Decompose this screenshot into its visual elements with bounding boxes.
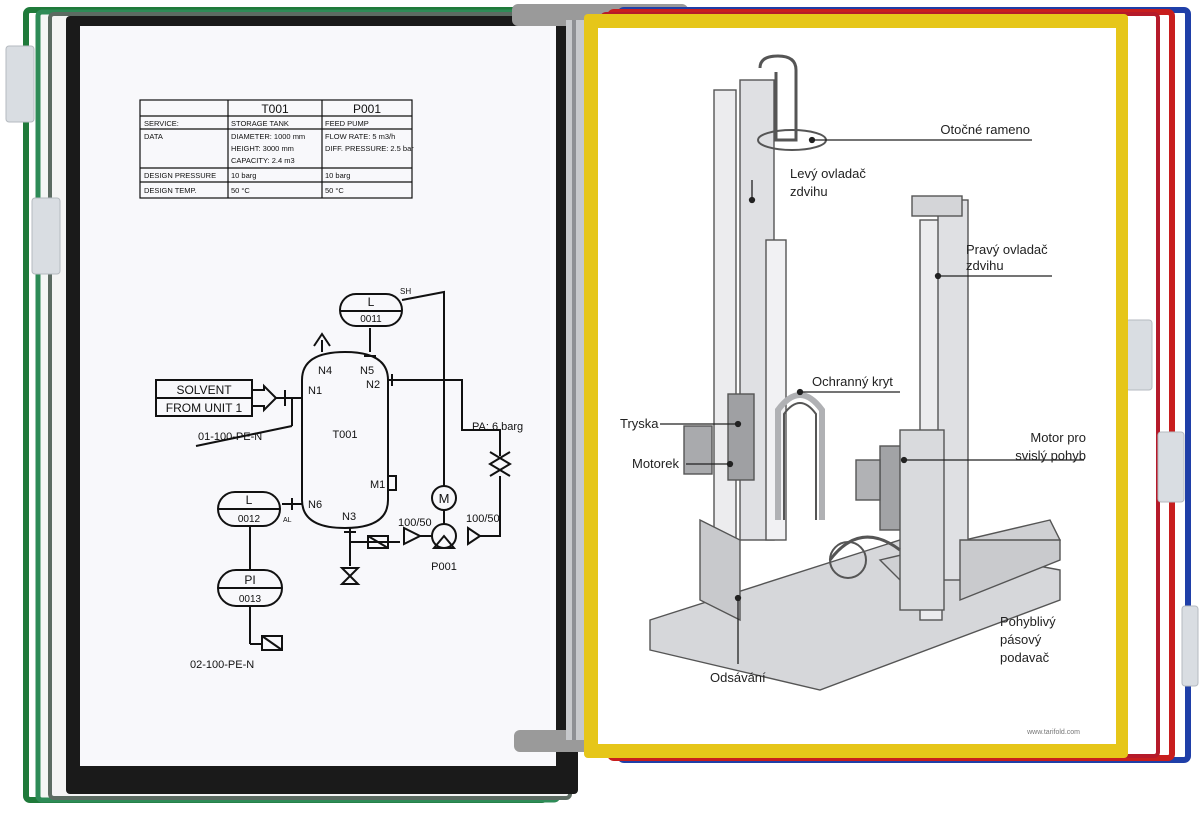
footer-url: www.tarifold.com	[1026, 729, 1080, 736]
spec-cell: CAPACITY: 2.4 m3	[231, 156, 295, 165]
label-ochranny-kryt: Ochranný kryt	[812, 374, 893, 389]
size-label-right: 100/50	[466, 513, 500, 525]
motor-letter: M	[439, 491, 450, 506]
right-index-tab-2[interactable]	[1157, 431, 1185, 503]
left-front-pocket[interactable]	[66, 16, 578, 794]
spec-cell: DESIGN PRESSURE	[144, 171, 216, 180]
right-index-tab-1[interactable]	[1125, 319, 1153, 391]
nozzle-n6: N6	[308, 499, 322, 511]
label-tryska: Tryska	[620, 416, 659, 431]
size-label-left: 100/50	[398, 517, 432, 529]
pi-number: 0013	[239, 594, 262, 605]
nozzle-n5: N5	[360, 365, 374, 377]
left-index-tabs	[5, 45, 61, 275]
callout-labels: Otočné rameno Levý ovladač zdvihu Pravý …	[620, 122, 1086, 736]
al-label: AL	[283, 517, 292, 524]
spec-cell: DIFF. PRESSURE: 2.5 bar	[325, 144, 414, 153]
nozzle-n4: N4	[318, 365, 332, 377]
label-pravy-ovladac-2: zdvihu	[966, 258, 1004, 273]
spec-cell: FLOW RATE: 5 m3/h	[325, 132, 395, 141]
line-02-label: 02-100-PE-N	[190, 659, 254, 671]
label-pravy-ovladac: Pravý ovladač	[966, 242, 1048, 257]
nozzle-n2: N2	[366, 379, 380, 391]
solvent-from-label: FROM UNIT 1	[166, 401, 243, 415]
left-index-tab-top[interactable]	[5, 45, 35, 123]
spec-cell: 10 barg	[325, 171, 350, 180]
spec-cell: HEIGHT: 3000 mm	[231, 144, 294, 153]
solvent-label: SOLVENT	[176, 383, 232, 397]
right-index-tabs	[1125, 319, 1199, 687]
spec-cell: DATA	[144, 132, 163, 141]
left-index-tab-middle[interactable]	[31, 197, 61, 275]
pid-diagram	[155, 290, 512, 651]
spec-cell: 50 °C	[231, 186, 250, 195]
label-levy-ovladac-2: zdvihu	[790, 184, 828, 199]
pi-letter: PI	[244, 573, 255, 587]
tank-tag-label: T001	[332, 429, 357, 441]
line-01-label: 01-100-PE-N	[198, 431, 262, 443]
spec-cell: DESIGN TEMP.	[144, 186, 197, 195]
spec-cell: STORAGE TANK	[231, 119, 289, 128]
pump-tag-label: P001	[431, 561, 457, 573]
label-podavac: podavač	[1000, 650, 1050, 665]
nozzle-n3: N3	[342, 511, 356, 523]
label-pasovy: pásový	[1000, 632, 1042, 647]
spec-cell: DIAMETER: 1000 mm	[231, 132, 305, 141]
spec-table	[139, 99, 413, 199]
label-levy-ovladac: Levý ovladač	[790, 166, 866, 181]
label-pohyblivy: Pohyblivý	[1000, 614, 1056, 629]
nozzle-m1: M1	[370, 479, 385, 491]
label-motorek: Motorek	[632, 456, 679, 471]
machine-illustration	[649, 54, 1062, 691]
pa-label: PA: 6 barg	[472, 421, 523, 433]
spec-cell: 10 barg	[231, 171, 256, 180]
spec-cell: FEED PUMP	[325, 119, 369, 128]
callout-lines	[660, 136, 1084, 664]
l-upper-number: 0011	[360, 314, 382, 325]
label-odsavani: Odsávání	[710, 670, 766, 685]
l-upper-letter: L	[368, 295, 375, 309]
spec-header-t001: T001	[261, 102, 289, 116]
sh-label: SH	[400, 287, 411, 296]
left-pocket-sheet	[80, 26, 556, 766]
pid-labels: SOLVENT FROM UNIT 1 01-100-PE-N T001 N1 …	[166, 287, 523, 671]
label-otocne-rameno: Otočné rameno	[940, 122, 1030, 137]
l-lower-letter: L	[246, 493, 253, 507]
label-svisly-pohyb: svislý pohyb	[1015, 448, 1086, 463]
tank-t001	[301, 350, 389, 530]
spec-header-p001: P001	[353, 102, 381, 116]
nozzle-n1: N1	[308, 385, 322, 397]
right-index-tab-3[interactable]	[1181, 605, 1199, 687]
spec-table-text: T001 P001 SERVICE: STORAGE TANK FEED PUM…	[144, 102, 414, 195]
label-motor-pro: Motor pro	[1030, 430, 1086, 445]
l-lower-number: 0012	[238, 514, 261, 525]
spec-cell: SERVICE:	[144, 119, 179, 128]
spec-cell: 50 °C	[325, 186, 344, 195]
